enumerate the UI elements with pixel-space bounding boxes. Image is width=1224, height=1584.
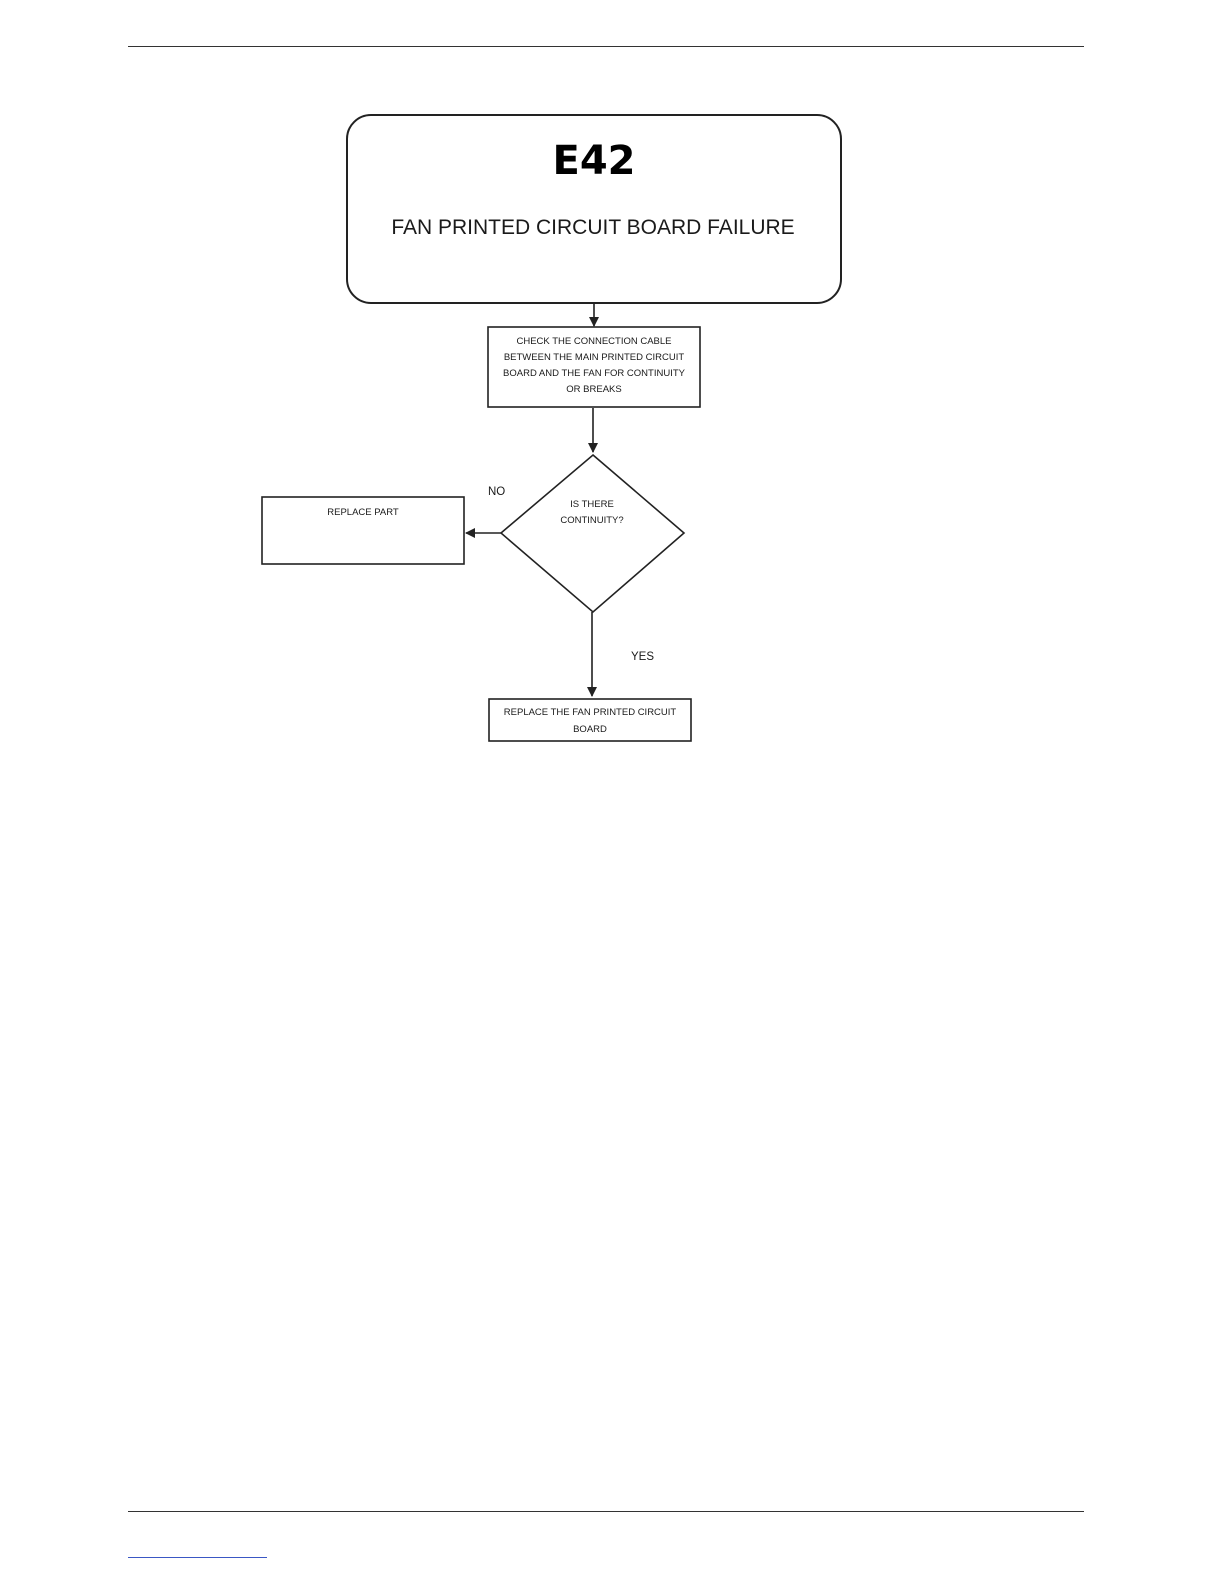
decision-line-1: IS THERE xyxy=(570,499,614,510)
check-line-4: OR BREAKS xyxy=(566,384,621,395)
replace-fan-board-line-2: BOARD xyxy=(573,724,607,735)
check-line-2: BETWEEN THE MAIN PRINTED CIRCUIT xyxy=(504,352,685,363)
check-line-3: BOARD AND THE FAN FOR CONTINUITY xyxy=(503,368,686,379)
replace-fan-board-line-1: REPLACE THE FAN PRINTED CIRCUIT xyxy=(504,707,677,718)
start-node: E42 FAN PRINTED CIRCUIT BOARD FAILURE xyxy=(347,115,841,303)
error-title: FAN PRINTED CIRCUIT BOARD FAILURE xyxy=(391,216,794,239)
yes-label: YES xyxy=(631,651,654,663)
replace-part-node: REPLACE PART xyxy=(262,497,464,564)
continuity-decision-node: IS THERE CONTINUITY? xyxy=(501,455,684,612)
footer-rule xyxy=(128,1511,1084,1512)
decision-line-2: CONTINUITY? xyxy=(560,515,623,526)
replace-fan-board-node: REPLACE THE FAN PRINTED CIRCUIT BOARD xyxy=(489,699,691,741)
decision-diamond xyxy=(501,455,684,612)
check-connection-node: CHECK THE CONNECTION CABLE BETWEEN THE M… xyxy=(488,327,700,407)
no-label: NO xyxy=(488,486,505,498)
error-code: E42 xyxy=(553,138,636,184)
footer-link-underline[interactable] xyxy=(128,1557,267,1558)
replace-part-line-1: REPLACE PART xyxy=(327,507,399,518)
check-line-1: CHECK THE CONNECTION CABLE xyxy=(516,336,671,347)
